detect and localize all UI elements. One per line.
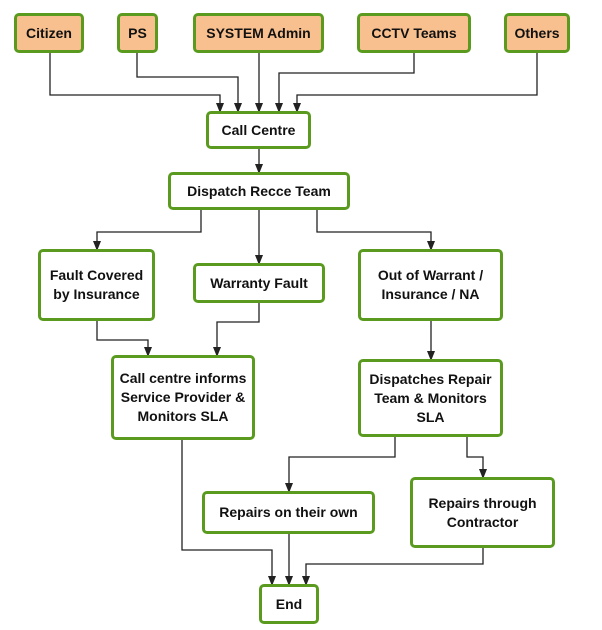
node-call-centre: Call Centre [206,111,311,149]
node-citizen: Citizen [14,13,84,53]
edge-dispatch-to-fault-insurance [93,209,202,251]
node-dispatch-recce-team: Dispatch Recce Team [168,172,350,210]
node-system-admin: SYSTEM Admin [193,13,324,53]
edge-dispatches-to-contractor [466,436,487,479]
edge-informs-to-end [181,440,276,586]
edge-ps-to-call-centre [136,52,242,113]
edge-others-to-call-centre [293,52,538,113]
node-out-of-warrant: Out of Warrant / Insurance / NA [358,249,503,321]
edge-fault-insurance-to-informs [96,321,152,357]
node-ps: PS [117,13,158,53]
edge-warranty-to-informs [213,303,260,357]
node-others: Others [504,13,570,53]
edge-citizen-to-call-centre [49,52,224,113]
node-warranty-fault: Warranty Fault [193,263,325,303]
edge-contractor-to-end [302,548,484,586]
node-cctv-teams: CCTV Teams [357,13,471,53]
edge-dispatch-to-out-of-warrant [316,209,435,251]
node-dispatches-repair-team: Dispatches Repair Team & Monitors SLA [358,359,503,437]
node-end: End [259,584,319,624]
node-repairs-on-their-own: Repairs on their own [202,491,375,534]
node-repairs-through-contractor: Repairs through Contractor [410,477,555,548]
node-call-centre-informs: Call centre informs Service Provider & M… [111,355,255,440]
node-fault-covered-by-insurance: Fault Covered by Insurance [38,249,155,321]
edge-cctv-to-call-centre [275,52,415,113]
edge-dispatches-to-repairs-own [285,436,396,493]
